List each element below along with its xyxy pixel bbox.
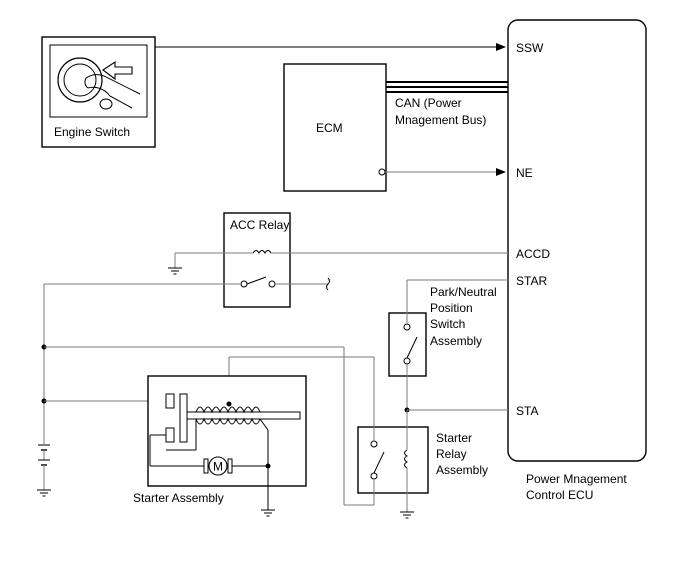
ecu-label-line2: Control ECU (526, 488, 593, 502)
acc-switch-blade (246, 276, 267, 285)
engine-switch-label: Engine Switch (54, 125, 130, 139)
terminal-ne: NE (516, 166, 533, 180)
acc-contact-left (240, 280, 248, 288)
park-neutral-label-line2: Position (430, 301, 473, 315)
starter-assembly-label: Starter Assembly (133, 491, 224, 505)
can-bus-label-line1: CAN (Power (395, 96, 462, 110)
power-management-ecu: Power Mnagement Control ECU (507, 19, 647, 502)
acc-contact-right (268, 280, 276, 288)
terminal-accd: ACCD (516, 247, 550, 261)
ground-symbol-acc (168, 267, 182, 275)
terminal-sta: STA (516, 404, 538, 418)
starter-relay: Starter Relay Assembly (357, 426, 488, 494)
ecm-label: ECM (316, 121, 343, 135)
park-neutral-label-line4: Assembly (430, 334, 482, 348)
park-neutral-label-line1: Park/Neutral (430, 285, 497, 299)
acc-coil-icon (252, 250, 272, 254)
ground-symbol-starter (261, 509, 275, 517)
motor-icon: M (203, 456, 233, 476)
terminal-ssw: SSW (516, 41, 544, 55)
starter-relay-coil-icon (404, 449, 408, 469)
starter-relay-label-line3: Assembly (436, 463, 488, 477)
starter-relay-label-line2: Relay (436, 447, 467, 461)
ecm: ECM (283, 63, 387, 192)
starter-relay-label-line1: Starter (436, 431, 472, 445)
push-button-icon (57, 57, 141, 110)
starter-coil-lower-icon (195, 417, 261, 425)
park-neutral-switch: Park/Neutral Position Switch Assembly (388, 285, 497, 377)
ground-symbol-relay (400, 511, 414, 519)
ne-terminal-dot (378, 168, 386, 176)
acc-relay: ACC Relay (223, 212, 291, 308)
park-neutral-label-line3: Switch (430, 317, 465, 331)
starter-assembly: Starter Assembly M (133, 375, 307, 505)
starter-coil-upper-icon (195, 406, 261, 414)
engine-switch: Engine Switch (41, 36, 156, 148)
acc-relay-label: ACC Relay (230, 218, 289, 232)
can-bus: CAN (Power Mnagement Bus) (386, 81, 508, 127)
can-bus-label-line2: Mnagement Bus) (395, 113, 486, 127)
terminal-star: STAR (516, 274, 547, 288)
motor-symbol: M (213, 460, 223, 474)
battery-symbol (37, 440, 51, 497)
ecu-label-line1: Power Mnagement (526, 472, 627, 486)
wire-break-icon (326, 277, 330, 291)
